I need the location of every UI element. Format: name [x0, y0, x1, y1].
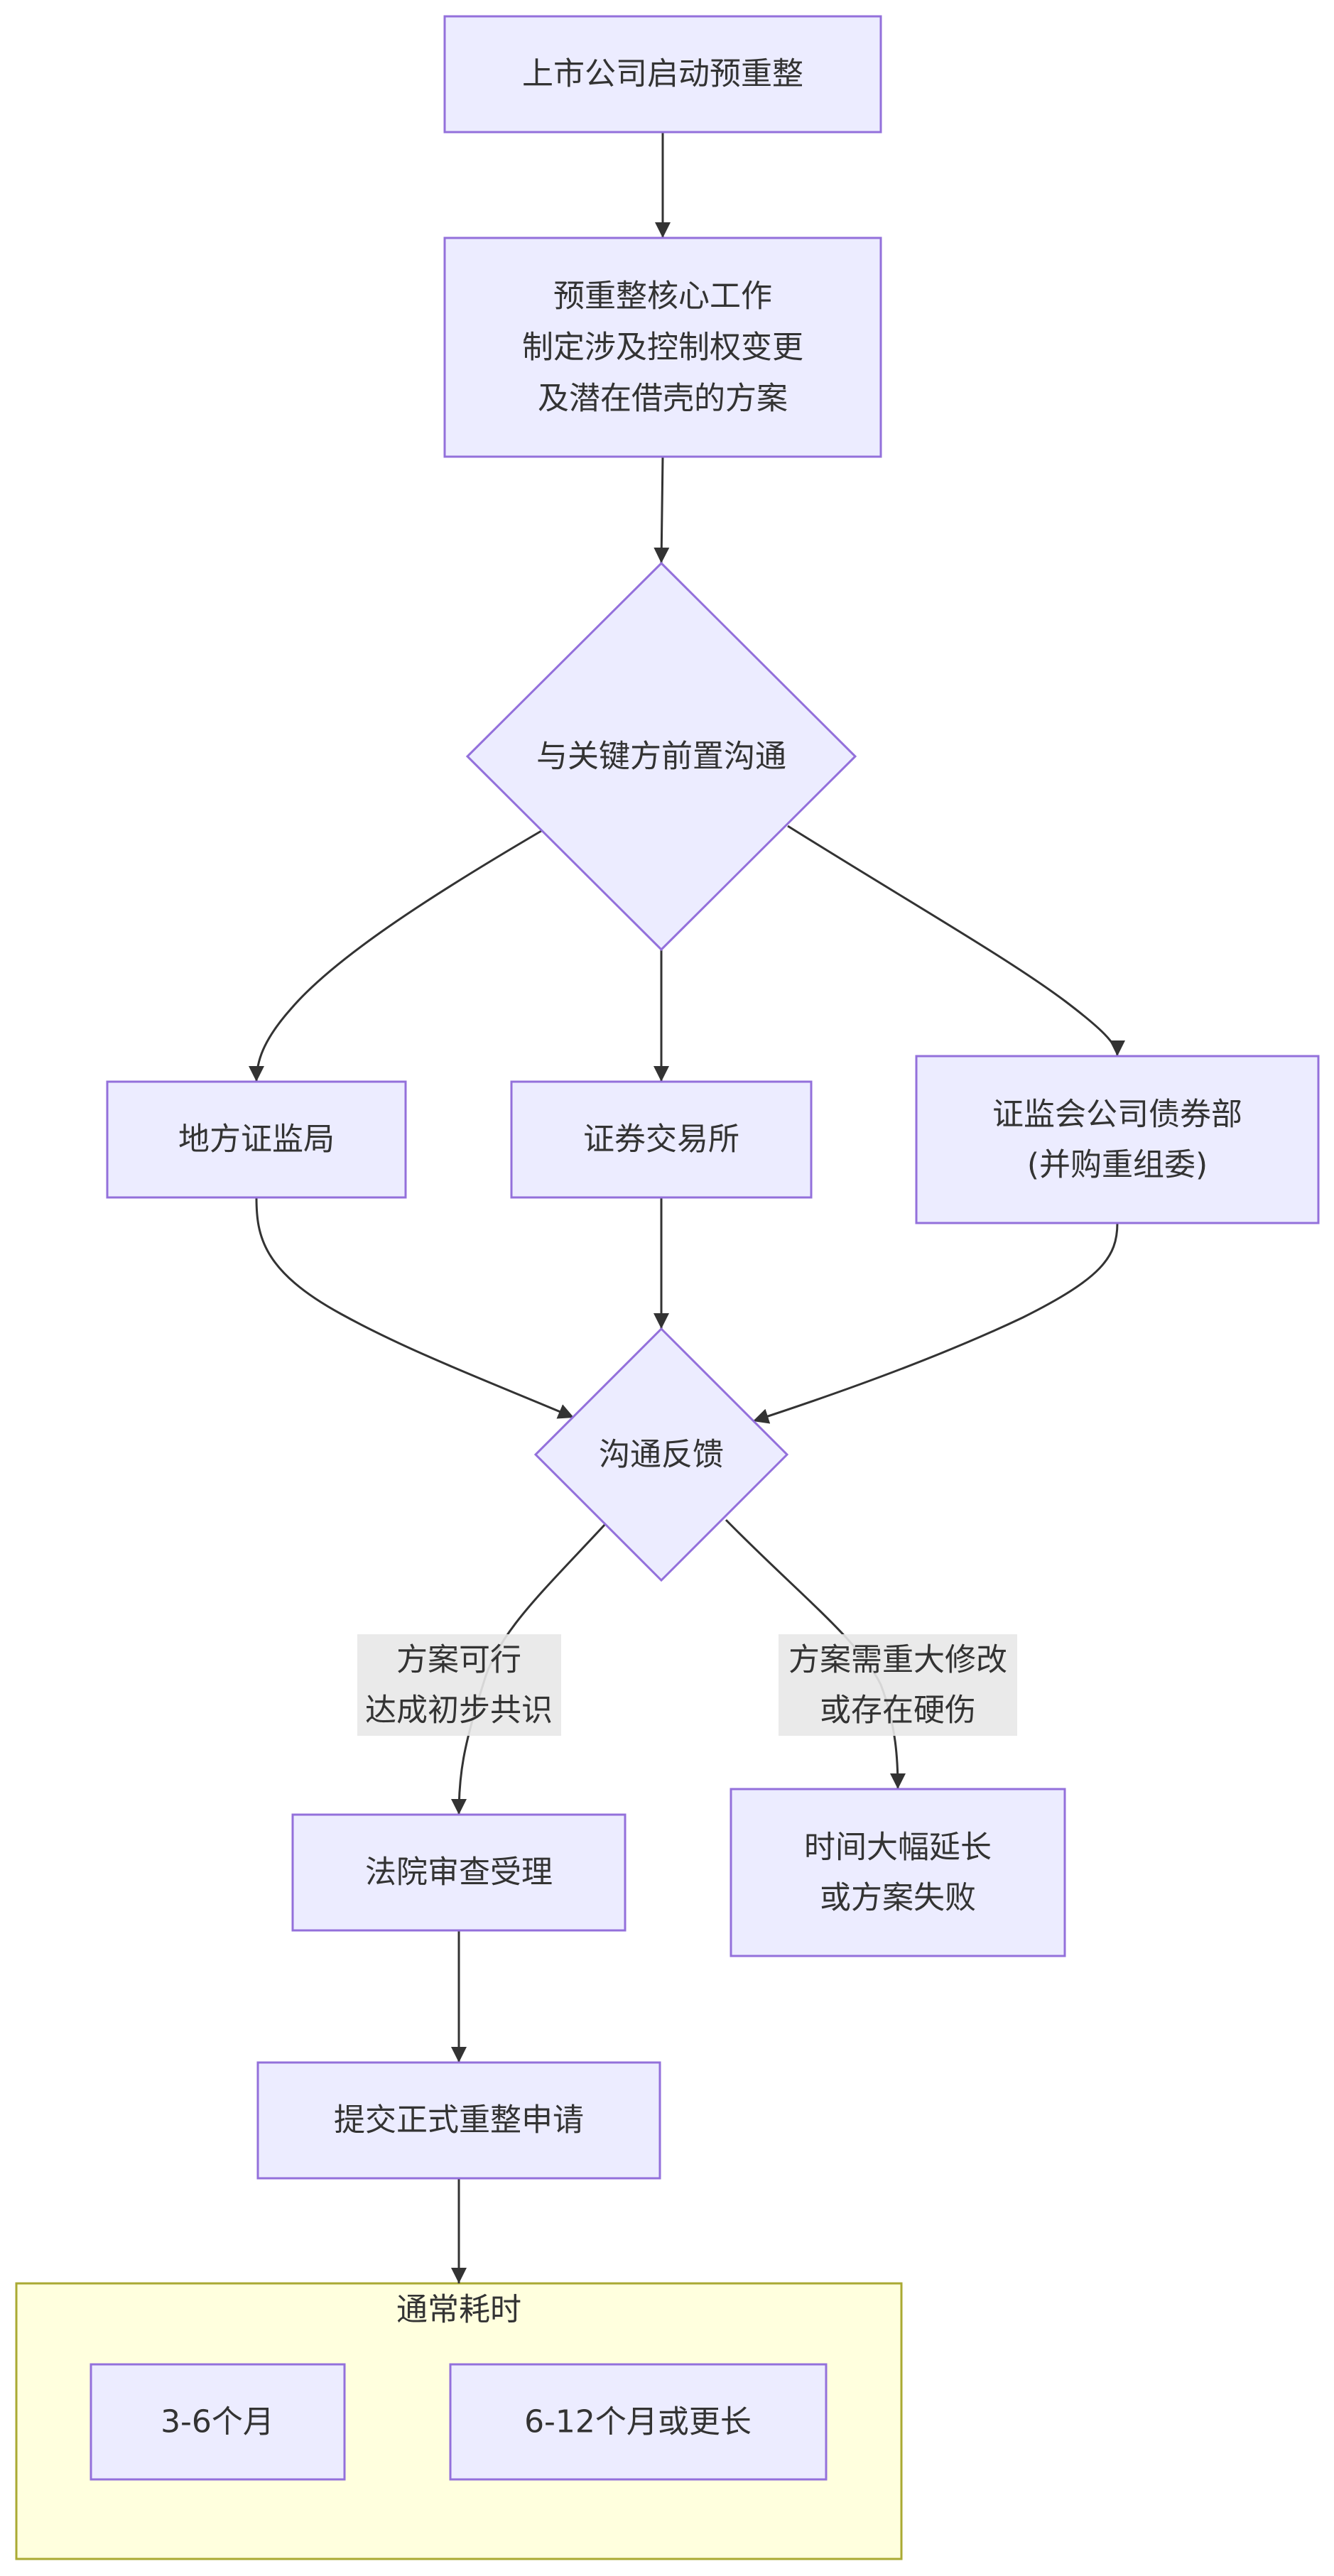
node-label: 3-6个月 [161, 2404, 274, 2440]
node-box [915, 1055, 1320, 1224]
node-box [510, 1080, 813, 1199]
node-feedback[interactable]: 沟通反馈 [533, 1327, 789, 1582]
node-short-time[interactable]: 3-6个月 [90, 2363, 346, 2481]
decision-diamond [533, 1327, 789, 1582]
node-box [730, 1788, 1066, 1957]
cluster-title: 通常耗时 [396, 2292, 521, 2328]
edge-label-line: 或存在硬伤 [820, 1692, 976, 1729]
node-box [291, 1813, 627, 1932]
node-pre-communication[interactable]: 与关键方前置沟通 [465, 561, 857, 952]
edge-label-bg [779, 1634, 1017, 1736]
node-core-work[interactable]: 预重整核心工作 制定涉及控制权变更 及潜在借壳的方案 [443, 237, 882, 458]
node-label: 沟通反馈 [599, 1437, 724, 1473]
node-label: 地方证监局 [178, 1121, 335, 1158]
node-label-line: 或方案失败 [820, 1880, 976, 1916]
node-stock-exchange[interactable]: 证券交易所 [510, 1080, 813, 1199]
edge-label-bg [357, 1634, 561, 1736]
edge-pre-communication-to-local-csrc [249, 830, 542, 1082]
edge-label-line: 方案需重大修改 [788, 1642, 1007, 1678]
node-delay-or-fail[interactable]: 时间大幅延长 或方案失败 [730, 1788, 1066, 1957]
edges [249, 132, 1125, 2283]
node-label: 上市公司启动预重整 [522, 56, 803, 92]
node-label-line: 时间大幅延长 [804, 1830, 992, 1866]
node-label-line: 预重整核心工作 [553, 278, 772, 315]
node-box [449, 2363, 828, 2481]
edge-label-feasible: 方案可行 达成初步共识 [357, 1634, 561, 1736]
node-label: 提交正式重整申请 [334, 2102, 584, 2138]
edge-pre-communication-to-csrc-bond-dept [787, 825, 1125, 1057]
node-local-csrc[interactable]: 地方证监局 [106, 1080, 407, 1199]
node-box [256, 2061, 661, 2180]
node-court-review[interactable]: 法院审查受理 [291, 1813, 627, 1932]
node-label-line: 及潜在借壳的方案 [538, 381, 788, 417]
edge-core-work-to-pre-communication [654, 456, 670, 564]
node-label-line: (并购重组委) [1027, 1147, 1208, 1183]
edge-csrc-bond-dept-to-feedback [752, 1222, 1119, 1424]
node-label-line: 制定涉及控制权变更 [522, 330, 803, 366]
node-csrc-bond-dept[interactable]: 证监会公司债券部 (并购重组委) [915, 1055, 1320, 1224]
node-label: 与关键方前置沟通 [536, 739, 786, 775]
node-label: 法院审查受理 [365, 1854, 553, 1891]
node-box [106, 1080, 407, 1199]
node-start[interactable]: 上市公司启动预重整 [443, 15, 882, 134]
node-label-line: 证监会公司债券部 [992, 1097, 1242, 1133]
node-label: 6-12个月或更长 [524, 2404, 752, 2440]
node-submit-application[interactable]: 提交正式重整申请 [256, 2061, 661, 2180]
node-box [443, 15, 882, 134]
node-box [443, 237, 882, 458]
node-label: 证券交易所 [583, 1121, 739, 1158]
node-long-time[interactable]: 6-12个月或更长 [449, 2363, 828, 2481]
edge-local-csrc-to-feedback [255, 1197, 575, 1419]
edge-label-line: 达成初步共识 [365, 1692, 553, 1729]
node-box [90, 2363, 346, 2481]
decision-diamond [465, 561, 857, 952]
edge-label-line: 方案可行 [396, 1642, 521, 1678]
edge-label-major-revision: 方案需重大修改 或存在硬伤 [779, 1634, 1017, 1736]
